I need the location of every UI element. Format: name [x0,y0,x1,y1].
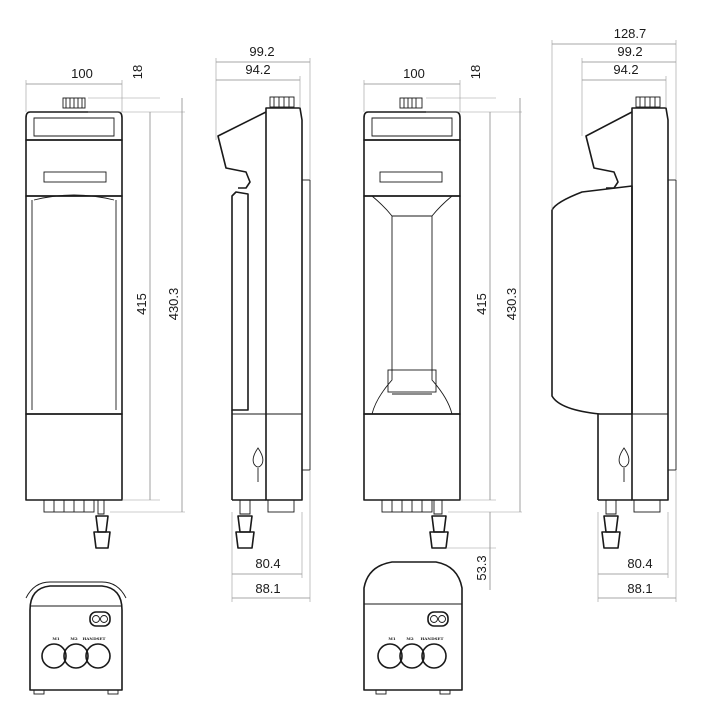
side-view-right [551,96,677,549]
dim-h-outer-label-3: 430.3 [504,288,519,321]
socket-m2-icon [63,643,89,669]
panel-label-m2: M2 [70,636,77,641]
dim-h-inner-label-3: 415 [474,293,489,315]
socket-handset-icon [85,643,111,669]
bottom-panel-right: M1 M2 HANDSET [363,561,463,695]
front-view-right [363,97,461,549]
socket-m1-icon [41,643,67,669]
dim-top-label: 18 [130,65,145,79]
dimensions-view3: 100 18 415 430.3 53.3 [363,65,522,590]
socket-m2-right-icon [399,643,425,669]
dim-h-outer-label: 430.3 [166,288,181,321]
dimensions-view4: 128.7 99.2 94.2 80.4 88.1 [551,26,677,602]
bottom-panel-left: M1 M2 HANDSET [25,581,127,695]
dimensions-view1: 100 18 415 430.3 [25,65,185,513]
panel-label-handset-right: HANDSET [421,636,444,641]
dim-width-label: 100 [71,66,93,81]
dim-depth-b-label-4: 88.1 [627,581,652,596]
dim-depth-a-label-4: 80.4 [627,556,652,571]
panel-label-m1-right: M1 [388,636,395,641]
dim-bottom-label-3: 53.3 [474,555,489,580]
dimensions-view2: 99.2 94.2 80.4 88.1 [215,44,311,602]
dim-w-inner-label-4: 94.2 [613,62,638,77]
panel-label-m1: M1 [52,636,59,641]
dim-w-max-label: 128.7 [614,26,647,41]
socket-m1-right-icon [377,643,403,669]
dim-depth-a-label: 80.4 [255,556,280,571]
dim-w-inner-label: 94.2 [245,62,270,77]
dim-top-label-3: 18 [468,65,483,79]
front-view-left [25,97,123,549]
dim-width-label-3: 100 [403,66,425,81]
socket-handset-right-icon [421,643,447,669]
dim-w-outer-label-4: 99.2 [617,44,642,59]
dim-depth-b-label: 88.1 [255,581,280,596]
dim-h-inner-label: 415 [134,293,149,315]
panel-label-m2-right: M2 [406,636,413,641]
panel-label-handset: HANDSET [83,636,106,641]
side-view-left [217,96,311,549]
dim-w-outer-label: 99.2 [249,44,274,59]
